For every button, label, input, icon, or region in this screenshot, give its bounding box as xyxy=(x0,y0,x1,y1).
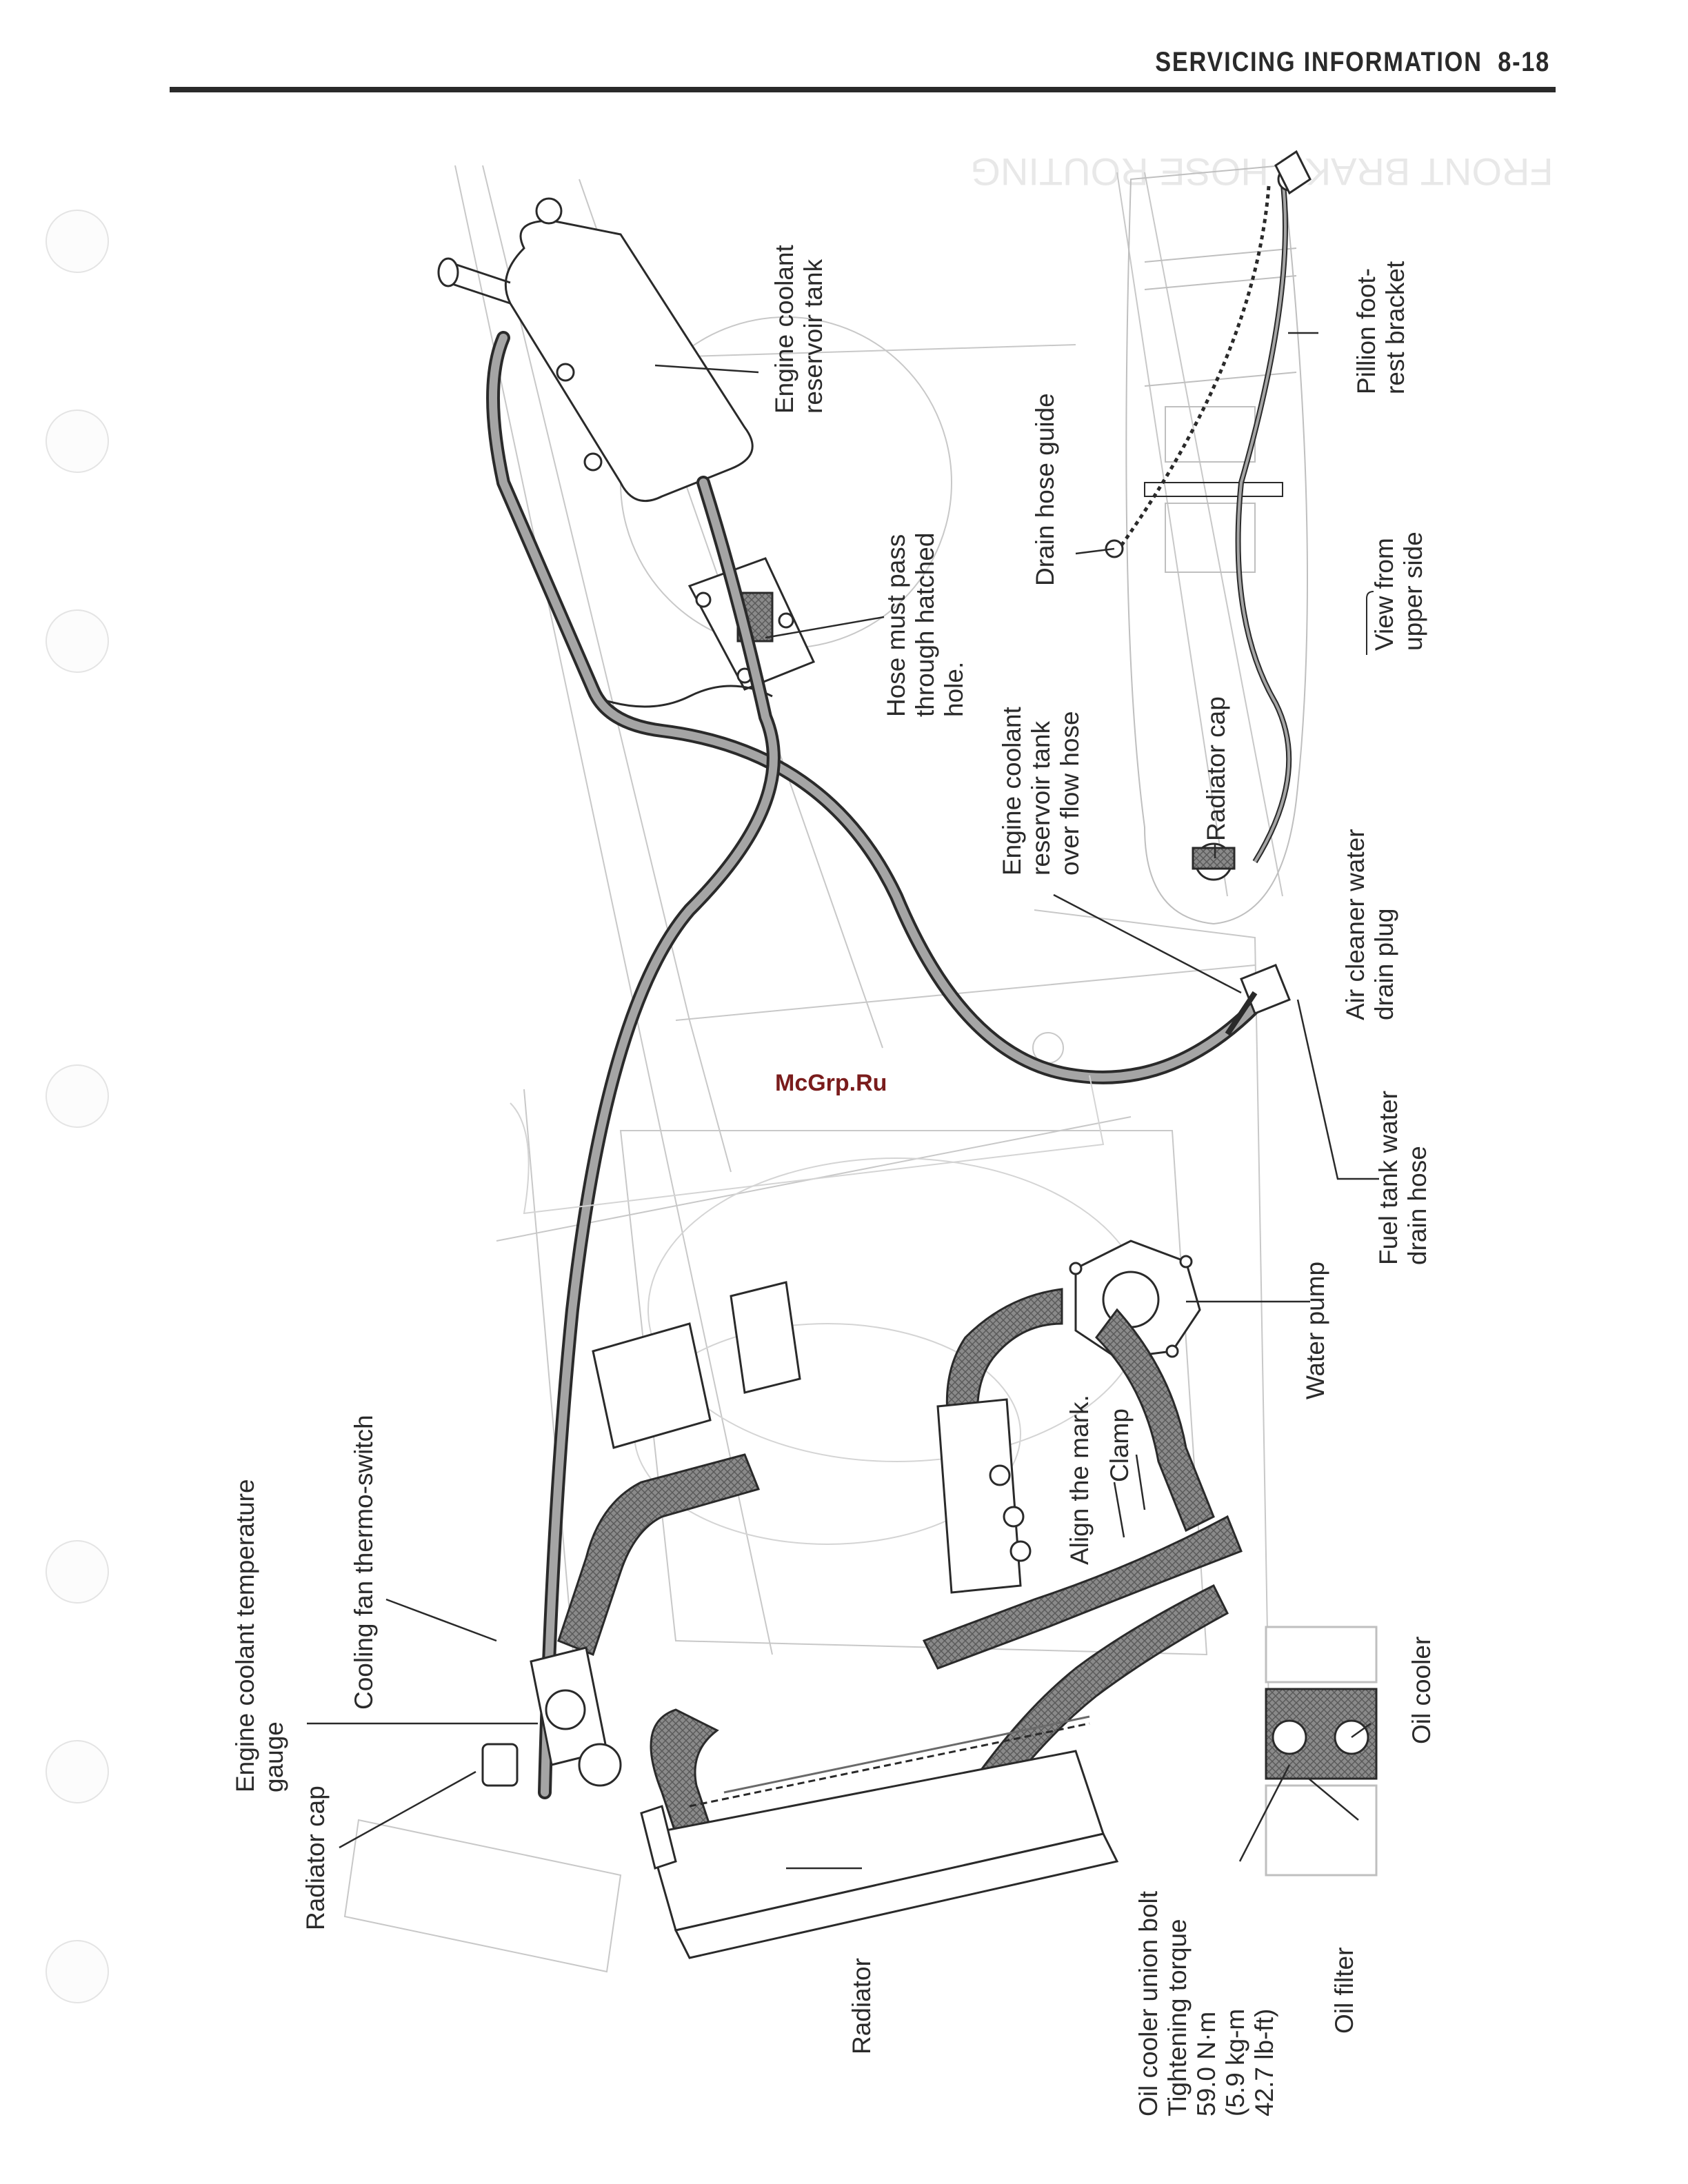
label-overflow-hose: Engine coolant reservoir tank over flow … xyxy=(998,700,1084,876)
label-radiator-cap-bottom: Radiator cap xyxy=(301,1786,330,1930)
label-line: Cooling fan thermo-switch xyxy=(350,1415,378,1710)
label-line: Engine coolant xyxy=(770,244,798,414)
thermostat-housing xyxy=(481,1646,622,1787)
frame-outline xyxy=(454,165,1283,1724)
punch-hole xyxy=(46,1064,109,1128)
label-line: through hatched xyxy=(911,533,939,717)
punch-hole xyxy=(46,1940,109,2003)
label-line: Engine coolant xyxy=(998,706,1026,876)
pillion-bracket-detail xyxy=(1274,150,1312,195)
punch-hole xyxy=(46,210,109,273)
label-line: Water pump xyxy=(1301,1262,1329,1399)
leader-lines xyxy=(307,332,1379,1870)
label-oil-cooler: Oil cooler xyxy=(1407,1637,1436,1744)
punch-hole xyxy=(46,1540,109,1604)
label-line: View from xyxy=(1370,538,1398,651)
oil-cooler-inset xyxy=(1265,1626,1378,1877)
label-line: gauge xyxy=(260,1721,288,1792)
label-line: hole. xyxy=(940,662,968,717)
header-title: SERVICING INFORMATION xyxy=(1155,47,1483,77)
top-view-inset xyxy=(1125,164,1308,925)
label-line: Oil cooler union bolt xyxy=(1134,1890,1163,2116)
label-thermo-switch: Cooling fan thermo-switch xyxy=(350,1415,378,1710)
label-reservoir-tank: Engine coolant reservoir tank xyxy=(770,238,827,414)
label-pillion-bracket: Pillion foot- rest bracket xyxy=(1352,261,1409,394)
label-air-cleaner-plug: Air cleaner water drain plug xyxy=(1341,822,1398,1020)
label-line: Radiator cap xyxy=(1202,696,1230,841)
pipes xyxy=(592,1281,1032,1594)
label-line: drain hose xyxy=(1403,1146,1431,1265)
label-line: Engine coolant temperature xyxy=(231,1479,259,1792)
label-line: Clamp xyxy=(1105,1408,1134,1482)
label-oil-filter: Oil filter xyxy=(1330,1948,1358,2034)
ghost-heading: FRONT BRAKE HOSE ROUTING xyxy=(970,150,1553,194)
label-line: Tightening torque xyxy=(1163,1919,1192,2116)
top-view-radiator-cap xyxy=(1192,842,1236,881)
label-line: 42.7 lb-ft) xyxy=(1250,2009,1278,2116)
label-line: Fuel tank water xyxy=(1374,1091,1403,1265)
drain-hose-top-view xyxy=(1115,179,1292,864)
label-union-bolt-torque: Oil cooler union bolt Tightening torque … xyxy=(1134,1884,1278,2116)
label-line: Oil filter xyxy=(1330,1948,1358,2034)
label-line: Align the mark. xyxy=(1065,1395,1094,1565)
label-line: Radiator xyxy=(847,1958,876,2054)
label-hose-hatched-hole: Hose must pass through hatched hole. xyxy=(882,525,968,717)
break-line xyxy=(592,685,773,708)
page-header: SERVICING INFORMATION 8-18 xyxy=(1155,47,1550,78)
label-radiator-cap-top: Radiator cap xyxy=(1202,696,1230,841)
label-view-upper-side: View from upper side xyxy=(1370,531,1427,651)
drain-plug xyxy=(1225,964,1291,1036)
label-clamp: Clamp xyxy=(1105,1408,1134,1482)
label-radiator: Radiator xyxy=(847,1958,876,2054)
label-line: Drain hose guide xyxy=(1031,393,1059,586)
label-line: rest bracket xyxy=(1381,261,1409,394)
bracket-left xyxy=(1366,591,1374,655)
label-line: over flow hose xyxy=(1056,711,1084,876)
overflow-hose xyxy=(486,331,1262,1084)
label-temperature-gauge: Engine coolant temperature gauge xyxy=(231,1472,288,1792)
label-water-pump: Water pump xyxy=(1301,1262,1329,1399)
label-line: 59.0 N·m xyxy=(1192,2012,1220,2116)
label-fuel-tank-drain: Fuel tank water drain hose xyxy=(1374,1084,1431,1265)
header-page-number: 8-18 xyxy=(1498,47,1550,77)
label-line: upper side xyxy=(1399,532,1427,651)
label-line: Pillion foot- xyxy=(1352,268,1380,394)
label-line: Oil cooler xyxy=(1407,1637,1436,1744)
label-line: Radiator cap xyxy=(301,1786,330,1930)
punch-hole xyxy=(46,609,109,673)
label-align-mark: Align the mark. xyxy=(1065,1395,1094,1565)
label-line: drain plug xyxy=(1370,908,1398,1020)
punch-hole xyxy=(46,410,109,473)
label-line: Hose must pass xyxy=(882,534,910,717)
label-line: reservoir tank xyxy=(799,259,827,414)
label-line: (5.9 kg-m xyxy=(1221,2009,1249,2116)
ghost-panel xyxy=(343,1819,622,1973)
header-rule xyxy=(170,87,1556,92)
label-line: Air cleaner water xyxy=(1341,829,1369,1020)
label-line: reservoir tank xyxy=(1027,720,1055,876)
label-drain-hose-guide: Drain hose guide xyxy=(1031,393,1059,586)
watermark: McGrp.Ru xyxy=(775,1070,887,1096)
reservoir-hose xyxy=(538,476,781,1799)
punch-hole xyxy=(46,1740,109,1803)
radiator xyxy=(640,1715,1119,1959)
reservoir-tank xyxy=(437,197,754,503)
